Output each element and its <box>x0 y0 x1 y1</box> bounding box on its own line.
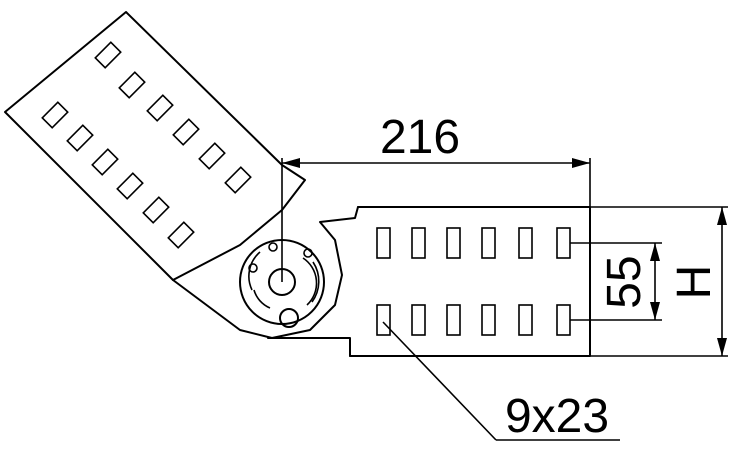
slot-spacing-dimension: 55 <box>570 242 662 321</box>
height-label: H <box>668 265 721 300</box>
hinge-plate <box>172 206 359 357</box>
slot-spacing-label: 55 <box>598 255 651 308</box>
length-dimension: 216 <box>281 111 591 282</box>
slot-size-label: 9x23 <box>505 390 609 443</box>
slot-size-leader: 9x23 <box>382 321 620 443</box>
straight-tray-section <box>349 206 591 357</box>
angled-tray-slots <box>41 41 252 249</box>
length-dimension-label: 216 <box>380 111 460 164</box>
straight-tray-slots-upper <box>376 227 571 259</box>
angled-tray-section <box>4 11 306 281</box>
straight-tray-slots-lower <box>376 304 571 336</box>
height-dimension: H <box>590 206 728 357</box>
